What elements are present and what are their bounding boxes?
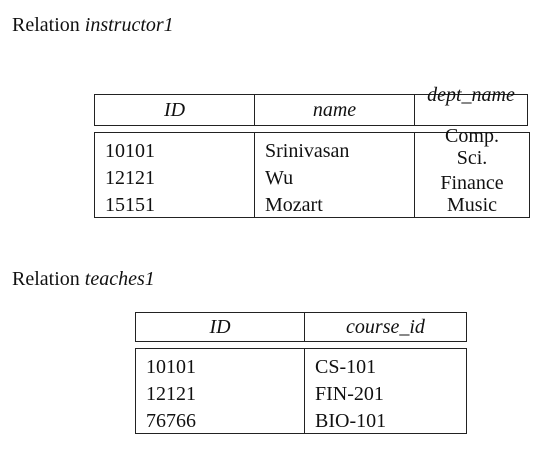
instructor1-cell-dept-name: Music (447, 194, 497, 216)
instructor1-cell-name: Wu (265, 167, 294, 189)
teaches1-cell-course-id: BIO-101 (315, 410, 387, 432)
instructor1-cell-dept-name: Finance (440, 172, 504, 194)
instructor1-header-id-label: ID (163, 99, 186, 121)
teaches1-column-course-id: CS-101 FIN-201 BIO-101 (304, 348, 467, 434)
teaches1-cell-id: 76766 (146, 410, 196, 432)
instructor1-title-prefix: Relation (12, 14, 80, 36)
instructor1-cell-name: Mozart (265, 194, 323, 216)
teaches1-header-id-label: ID (209, 316, 231, 338)
teaches1-title-prefix: Relation (12, 268, 80, 290)
teaches1-header-course-id: course_id (304, 312, 467, 342)
instructor1-column-name: Srinivasan Wu Mozart (254, 132, 415, 218)
instructor1-cell-dept-name: Comp. Sci. (445, 125, 499, 169)
instructor1-header-name: name (254, 94, 415, 126)
teaches1-cell-id: 10101 (146, 356, 196, 378)
instructor1-column-dept-name: Comp. Sci. Finance Music (414, 125, 530, 218)
teaches1-cell-id: 12121 (146, 383, 196, 405)
instructor1-header-dept-name: dept_name (414, 85, 528, 126)
instructor1-cell-name: Srinivasan (265, 140, 350, 162)
teaches1-title: Relation teaches1 (12, 267, 155, 291)
instructor1-header-name-label: name (312, 99, 357, 121)
teaches1-cell-course-id: FIN-201 (315, 383, 384, 405)
instructor1-header-dept-name-label: dept_name (427, 84, 515, 106)
teaches1-title-name: teaches1 (84, 268, 155, 290)
instructor1-title: Relation instructor1 (12, 13, 174, 37)
instructor1-column-id: 10101 12121 15151 (94, 132, 255, 218)
instructor1-cell-id: 12121 (105, 167, 155, 189)
teaches1-column-id: 10101 12121 76766 (135, 348, 305, 434)
teaches1-header-course-id-label: course_id (346, 316, 425, 338)
instructor1-title-name: instructor1 (84, 14, 174, 36)
teaches1-cell-course-id: CS-101 (315, 356, 377, 378)
instructor1-cell-id: 15151 (105, 194, 155, 216)
instructor1-cell-id: 10101 (105, 140, 155, 162)
teaches1-header-id: ID (135, 312, 305, 342)
instructor1-header-id: ID (94, 94, 255, 126)
